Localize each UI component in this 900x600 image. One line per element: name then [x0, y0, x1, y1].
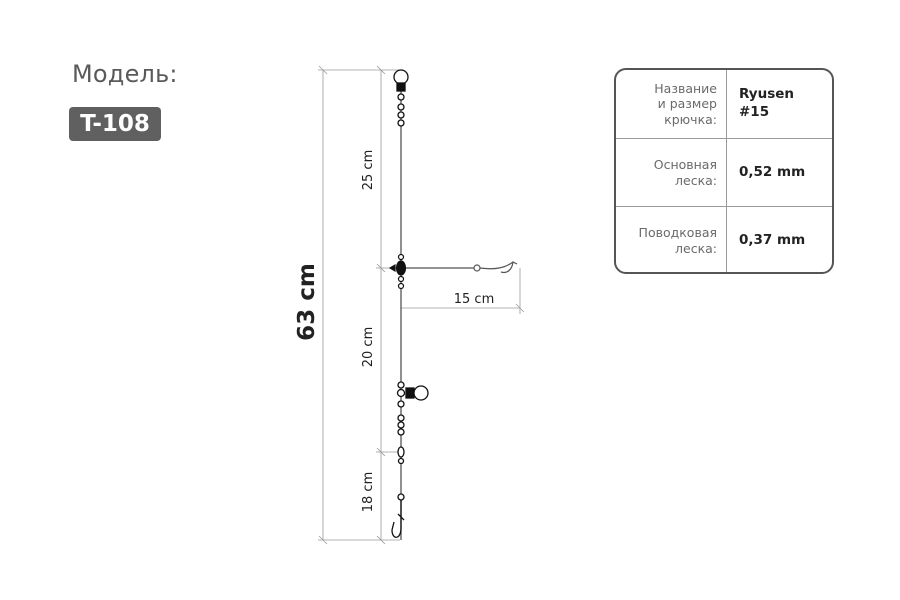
branch-length-label: 15 cm [454, 292, 495, 307]
branch-connector-icon [388, 253, 407, 290]
spec-value-leader-line: 0,37 mm [739, 231, 806, 248]
spec-name-main-line: Основная леска: [616, 139, 727, 206]
spec-value-main-line: 0,52 mm [739, 163, 806, 180]
spec-row-main-line: Основная леска: 0,52 mm [616, 138, 832, 206]
spec-name-hook: Название и размер крючка: [616, 70, 727, 138]
spec-name-leader-line: Поводковая леска: [616, 207, 727, 272]
model-code-badge: T-108 [69, 107, 161, 141]
model-label: Модель: [72, 60, 178, 88]
spec-value-hook: Ryusen #15 [739, 86, 795, 120]
bottom-hook-icon [391, 500, 405, 538]
total-length-label: 63 cm [294, 263, 320, 341]
spec-table: Название и размер крючка: Ryusen #15 Осн… [614, 68, 834, 274]
segment-bottom-label: 18 cm [361, 472, 376, 513]
segment-top-label: 25 cm [361, 150, 376, 191]
branch-leader [406, 261, 518, 274]
spec-row-leader-line: Поводковая леска: 0,37 mm [616, 206, 832, 272]
spec-row-hook: Название и размер крючка: Ryusen #15 [616, 70, 832, 138]
segment-middle-label: 20 cm [361, 327, 376, 368]
top-swivel-icon [393, 69, 409, 127]
middle-swivel-icon [396, 381, 429, 501]
